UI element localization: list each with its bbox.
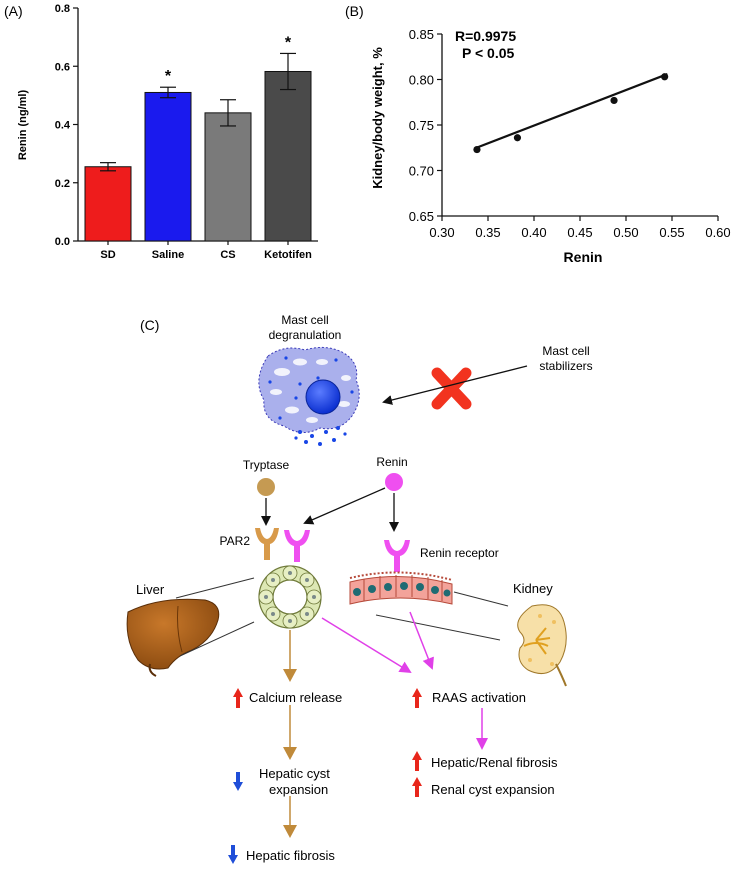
- bar-sd: [84, 166, 132, 242]
- chart-b-y-tick-label: 0.65: [409, 209, 434, 224]
- kidney-label: Kidney: [513, 581, 553, 596]
- regression-line: [473, 73, 668, 150]
- renin-binding-receptor-icon: [284, 530, 310, 562]
- up-arrow-icon: [412, 777, 422, 797]
- tryptase-label: Tryptase: [243, 458, 290, 472]
- par2-label: PAR2: [220, 534, 251, 548]
- renin-molecule-icon: [385, 473, 403, 491]
- data-point: [610, 96, 618, 105]
- chart-b-annotation-r: R=0.9975: [455, 28, 516, 44]
- chart-a-y-tick-label: 0.4: [55, 120, 71, 132]
- bar-ketotifen: [264, 70, 312, 242]
- liver-pointer-line-2: [179, 621, 255, 657]
- hepatic-fibrosis-label: Hepatic fibrosis: [246, 848, 335, 863]
- kidney-icon: [517, 604, 567, 687]
- significance-marker: *: [165, 68, 172, 85]
- ring-to-raas-arrow: [321, 617, 412, 674]
- chart-a-ylabel: Renin (ng/ml): [17, 90, 29, 161]
- bar-saline: [144, 91, 192, 242]
- down-arrow-icon: [228, 845, 238, 864]
- hepatic-renal-fibrosis-label: Hepatic/Renal fibrosis: [431, 755, 558, 770]
- chart-b-x-tick-label: 0.40: [521, 225, 546, 240]
- calcium-release-label: Calcium release: [249, 690, 342, 705]
- chart-a-x-tick-label: CS: [220, 249, 235, 261]
- mast-cell-label-line2: degranulation: [269, 328, 342, 342]
- liver-pointer-line-1: [175, 577, 255, 599]
- chart-a-y-tick-label: 0.8: [55, 3, 70, 15]
- panel-b-label: (B): [345, 3, 364, 19]
- chart-b-x-tick-label: 0.35: [475, 225, 500, 240]
- kidney-pointer-line-2: [375, 614, 501, 641]
- chart-b-y-tick-label: 0.70: [409, 164, 434, 179]
- chart-b-x-tick-label: 0.55: [659, 225, 684, 240]
- chart-b-xlabel: Renin: [564, 249, 603, 265]
- granule-release-dots: [294, 426, 347, 446]
- renin-receptor-icon: [384, 540, 410, 572]
- down-arrow-icon: [233, 772, 243, 791]
- renal-cyst-expansion-label: Renal cyst expansion: [431, 782, 555, 797]
- up-arrow-icon: [412, 688, 422, 708]
- stabilizer-arrow: [382, 365, 528, 405]
- panel-a-label: (A): [4, 3, 23, 19]
- up-arrow-icon: [412, 751, 422, 771]
- chart-b-x-tick-label: 0.30: [429, 225, 454, 240]
- block-x-icon: [431, 367, 472, 410]
- hepatic-cyst-label-line2: expansion: [269, 782, 328, 797]
- renin-receptor-label: Renin receptor: [420, 546, 499, 560]
- chart-b-y-tick-label: 0.85: [409, 27, 434, 42]
- chart-a-x-tick-label: Ketotifen: [264, 249, 312, 261]
- chart-b-x-tick-label: 0.60: [705, 225, 730, 240]
- chart-b-y-tick-label: 0.75: [409, 118, 434, 133]
- renin-to-par2-arrow: [303, 487, 386, 525]
- stabilizers-label-line2: stabilizers: [539, 359, 592, 373]
- panel-c-label: (C): [140, 317, 159, 333]
- chart-b-y-tick-label: 0.80: [409, 73, 434, 88]
- chart-a-y-tick-label: 0.2: [55, 178, 70, 190]
- scatter-chart-kidney-renin: 0.65 0.70 0.75 0.80 0.85 0.30 0.35 0.40 0.45 0.50…: [409, 27, 731, 240]
- data-point: [473, 145, 481, 154]
- kidney-pointer-line-1: [453, 591, 509, 607]
- chart-b-x-tick-label: 0.45: [567, 225, 592, 240]
- chart-a-y-tick-label: 0.0: [55, 236, 70, 248]
- hepatic-cyst-label-line1: Hepatic cyst: [259, 766, 330, 781]
- data-point: [661, 73, 669, 81]
- chart-b-x-tick-label: 0.50: [613, 225, 638, 240]
- bile-duct-cyst-icon: [258, 565, 322, 629]
- raas-activation-label: RAAS activation: [432, 690, 526, 705]
- liver-label: Liver: [136, 582, 165, 597]
- par2-receptor-icon: [255, 528, 279, 560]
- mast-cell-label-line1: Mast cell: [281, 313, 328, 327]
- chart-b-annotation-p: P < 0.05: [462, 45, 515, 61]
- chart-a-x-tick-label: SD: [100, 249, 115, 261]
- renin-label: Renin: [376, 455, 407, 469]
- renal-epithelium-icon: [349, 571, 453, 605]
- significance-marker: *: [285, 34, 292, 51]
- chart-a-y-tick-label: 0.6: [55, 61, 70, 73]
- mast-cell-nucleus-icon: [305, 379, 341, 415]
- tryptase-icon: [257, 478, 275, 496]
- liver-icon: [126, 598, 220, 677]
- bar-cs: [204, 112, 252, 242]
- chart-a-x-tick-label: Saline: [152, 249, 184, 261]
- bar-chart-renin: 0.0 0.2 0.4 0.6 0.8SD Saline * CS Ketotifen *: [55, 3, 318, 261]
- stabilizers-label-line1: Mast cell: [542, 344, 589, 358]
- chart-b-ylabel: Kidney/body weight, %: [370, 47, 385, 189]
- up-arrow-icon: [233, 688, 243, 708]
- epithelium-to-raas-arrow: [409, 611, 434, 670]
- data-point: [513, 134, 522, 142]
